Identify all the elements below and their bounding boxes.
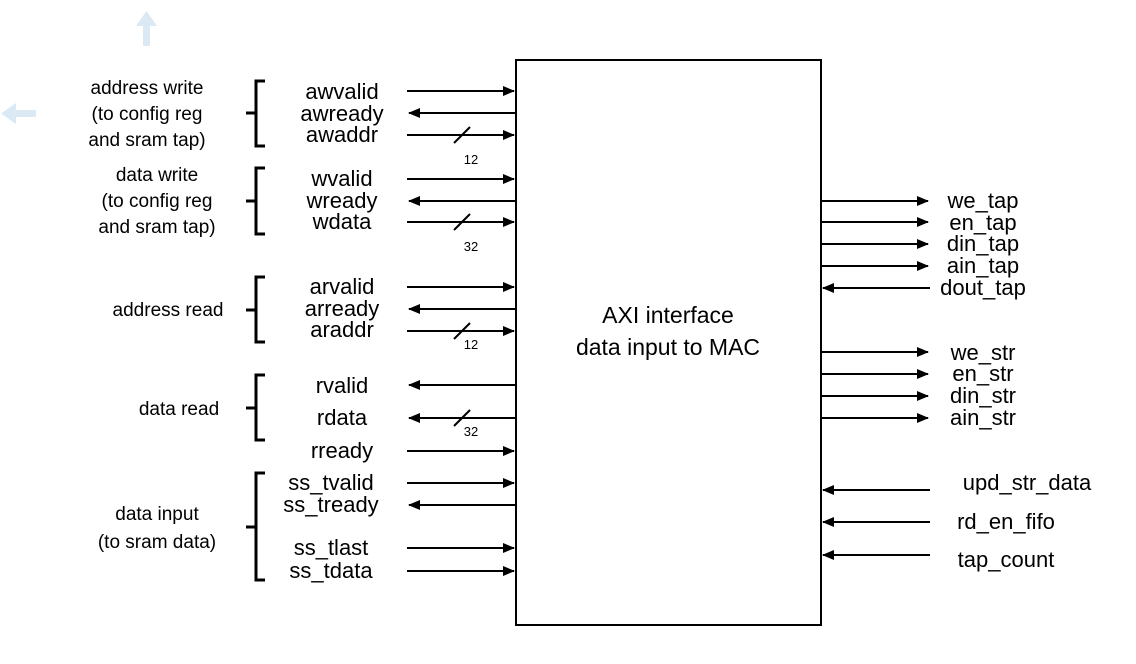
signal-en-str: en_str (952, 361, 1013, 386)
signal-we-tap: we_tap (947, 188, 1019, 213)
svg-text:(to config reg: (to config reg (92, 104, 203, 125)
bracket-address-write (246, 79, 265, 148)
signal-wvalid: wvalid (310, 166, 372, 191)
axi-interface-block (515, 59, 822, 626)
faint-up-arrow-icon (136, 11, 157, 46)
group-label-address-write: address write (to config reg and sram ta… (88, 78, 205, 151)
signal-ain-str: ain_str (950, 405, 1016, 430)
bus-slash-rdata (453, 409, 471, 427)
bracket-data-input (246, 471, 265, 582)
bus-width-rdata: 32 (464, 424, 478, 439)
svg-text:(to sram data): (to sram data) (98, 532, 216, 553)
bracket-data-read (246, 373, 265, 442)
faint-left-arrow-icon (1, 103, 36, 124)
signal-rd-en-fifo: rd_en_fifo (957, 509, 1055, 534)
signal-arready: arready (305, 296, 380, 321)
svg-text:and sram tap): and sram tap) (88, 130, 205, 151)
signal-ss-tvalid: ss_tvalid (288, 470, 374, 495)
bus-width-wdata: 32 (464, 239, 478, 254)
bus-slash-araddr (453, 322, 471, 340)
bracket-data-write (246, 166, 265, 236)
signal-wready: wready (306, 188, 378, 213)
signal-en-tap: en_tap (949, 210, 1016, 235)
signal-ain-tap: ain_tap (947, 253, 1019, 278)
block-title-line1: AXI interface (602, 302, 734, 328)
signal-tap-count: tap_count (958, 547, 1055, 572)
signal-upd-str-data: upd_str_data (963, 470, 1092, 495)
bracket-address-read (246, 275, 265, 344)
svg-text:data input: data input (115, 504, 199, 525)
signal-awready: awready (300, 101, 383, 126)
group-label-data-read: data read (139, 399, 219, 420)
svg-text:address write: address write (91, 78, 204, 99)
group-label-address-read: address read (113, 300, 224, 321)
signal-din-tap: din_tap (947, 231, 1019, 256)
svg-text:and sram tap): and sram tap) (98, 217, 215, 238)
svg-text:(to config reg: (to config reg (102, 191, 213, 212)
signal-araddr: araddr (310, 317, 374, 342)
signal-arvalid: arvalid (310, 274, 375, 299)
signal-rdata: rdata (317, 405, 368, 430)
signal-we-str: we_str (950, 340, 1016, 365)
signal-rvalid: rvalid (316, 373, 369, 398)
signal-awvalid: awvalid (305, 79, 378, 104)
bus-width-araddr: 12 (464, 337, 478, 352)
bus-slash-wdata (453, 213, 471, 231)
signal-din-str: din_str (950, 383, 1016, 408)
signal-awaddr: awaddr (306, 122, 378, 147)
signal-rready: rready (311, 438, 373, 463)
svg-text:data write: data write (116, 165, 198, 186)
group-label-data-write: data write (to config reg and sram tap) (98, 165, 215, 238)
bus-slash-awaddr (453, 126, 471, 144)
group-label-data-input: data input (to sram data) (98, 504, 216, 553)
signal-ss-tdata: ss_tdata (289, 558, 373, 583)
signal-dout-tap: dout_tap (940, 275, 1026, 300)
signal-ss-tready: ss_tready (283, 492, 378, 517)
block-title-line2: data input to MAC (576, 334, 760, 360)
bus-width-awaddr: 12 (464, 152, 478, 167)
signal-wdata: wdata (312, 209, 372, 234)
signal-ss-tlast: ss_tlast (294, 535, 369, 560)
